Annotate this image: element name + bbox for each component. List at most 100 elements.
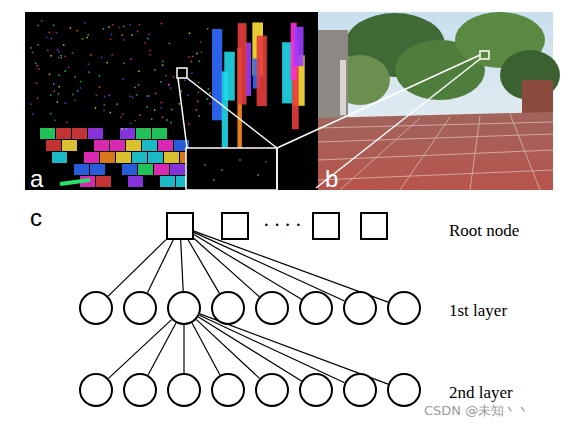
circle-outline [168, 292, 200, 324]
cloud-patch [201, 52, 203, 54]
cloud-patch [60, 57, 62, 59]
node-outline [343, 291, 377, 325]
tree-edge [181, 240, 183, 291]
circle-outline [344, 292, 376, 324]
cloud-patch [58, 93, 60, 95]
cloud-patch [160, 81, 162, 83]
cloud-patch [82, 38, 84, 40]
cloud-patch [196, 109, 198, 111]
cloud-patch [111, 34, 113, 36]
cloud-patch [197, 101, 199, 103]
cloud-patch [139, 114, 141, 116]
cloud-patch [147, 38, 149, 40]
cloud-patch [112, 24, 114, 26]
cloud-patch [191, 72, 193, 74]
cloud-patch [196, 53, 198, 55]
inset-box [186, 148, 277, 190]
cloud-patch [200, 41, 202, 43]
brick-floor [318, 112, 553, 190]
cloud-patch [69, 27, 71, 29]
pillar [340, 60, 346, 115]
cloud-patch [208, 88, 210, 90]
node-outline [211, 373, 245, 407]
circle-outline [80, 292, 112, 324]
node-outline [221, 212, 249, 240]
inset-points [204, 159, 267, 181]
tree-edge [198, 317, 301, 381]
tree-edge [194, 234, 301, 299]
root-square [166, 212, 194, 240]
cloud-patch [128, 176, 143, 187]
cloud-patch [151, 118, 153, 120]
cloud-patch [120, 128, 135, 139]
cloud-patch [137, 31, 139, 33]
cloud-patch [46, 140, 61, 151]
circle-outline [124, 374, 156, 406]
root-square [360, 212, 388, 240]
node-outline [255, 373, 289, 407]
cloud-patch [37, 98, 39, 100]
cloud-patch [111, 54, 113, 56]
cloud-patch [54, 120, 56, 122]
cloud-patch [49, 74, 51, 76]
cloud-patch [53, 83, 55, 85]
cloud-patch [37, 25, 39, 27]
cloud-patch [224, 52, 235, 101]
cloud-patch [149, 54, 151, 56]
cloud-patch [257, 36, 267, 107]
cloud-patch [210, 92, 212, 94]
cloud-patch [122, 78, 124, 80]
circle-outline [256, 292, 288, 324]
panel-letter: a [30, 165, 43, 193]
cloud-patch [146, 106, 148, 108]
cloud-patch [110, 39, 112, 41]
cloud-patch [77, 90, 79, 92]
square-outline [361, 213, 387, 239]
cloud-patch [72, 128, 87, 139]
node-outline [167, 373, 201, 407]
cloud-patch [95, 107, 97, 109]
cloud-patch [154, 69, 156, 71]
cloud-patch [142, 140, 157, 151]
node-outline [211, 291, 245, 325]
panel-letter: c [30, 204, 42, 232]
circle-outline [80, 374, 112, 406]
cloud-patch [35, 63, 37, 65]
node-outline [255, 291, 289, 325]
cloud-patch [77, 30, 79, 32]
cloud-patch [134, 120, 136, 122]
node-outline [166, 212, 194, 240]
cloud-patch [129, 24, 131, 26]
cloud-patch [66, 122, 68, 124]
cloud-patch [30, 47, 32, 49]
tree-circle [299, 291, 333, 325]
cloud-patch [54, 90, 56, 92]
cloud-patch [110, 112, 112, 114]
circle-outline [212, 374, 244, 406]
cloud-patch [109, 95, 111, 97]
cloud-patch [154, 109, 156, 111]
cloud-patch [104, 96, 106, 98]
tree-edge [183, 325, 184, 373]
cloud-patch [99, 75, 101, 77]
cloud-patch [136, 128, 151, 139]
cloud-patch [47, 50, 49, 52]
tree-circle [123, 291, 157, 325]
cloud-patch [93, 129, 95, 131]
zoom-box [177, 68, 187, 78]
cloud-patch [37, 44, 39, 46]
node-outline [167, 291, 201, 325]
cloud-patch [57, 49, 59, 51]
tree-circle [387, 373, 421, 407]
cloud-patch [165, 75, 167, 77]
node-outline [343, 373, 377, 407]
cloud-patch [188, 56, 190, 58]
root-square [221, 212, 249, 240]
cloud-patch [86, 37, 88, 39]
row-label: 1st layer [449, 301, 507, 321]
cloud-patch [94, 140, 109, 151]
cloud-patch [191, 61, 193, 63]
cloud-patch [88, 63, 90, 64]
cloud-patch [106, 62, 108, 64]
tree-circle [343, 291, 377, 325]
